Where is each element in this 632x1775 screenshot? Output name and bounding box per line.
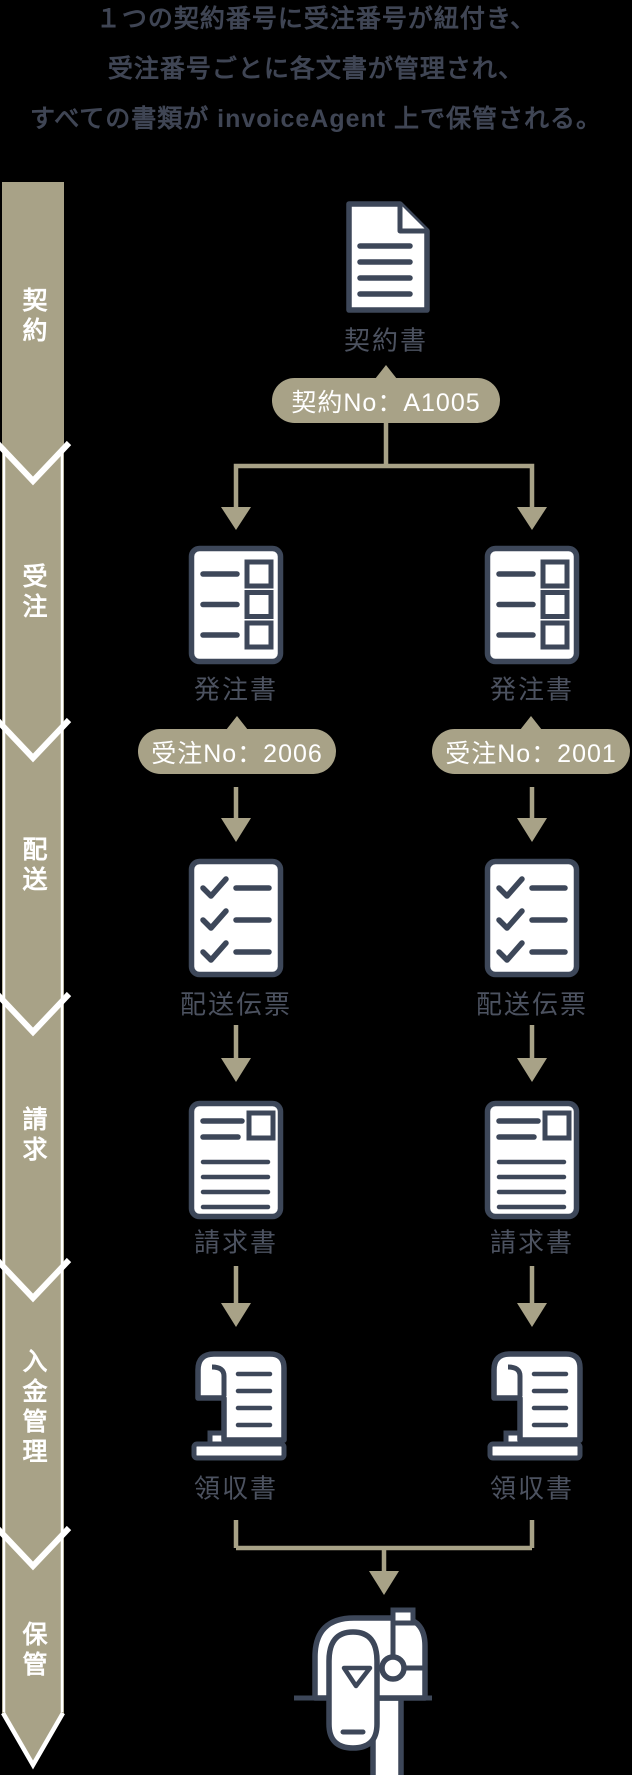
arrow-down-icon: [221, 1058, 251, 1082]
invoice-document-icon: [188, 1100, 284, 1220]
arrow-down-icon: [221, 818, 251, 842]
title-line-1: １つの契約番号に受注番号が紐付き、: [95, 5, 537, 33]
arrow-down-icon: [221, 1303, 251, 1327]
delivery-checklist-icon: [188, 858, 284, 978]
invoice-to-receipt-line: [233, 1266, 535, 1304]
ribbon-tip-outline: [1, 1711, 65, 1770]
invoice-document-icon: [484, 1100, 580, 1220]
order-label: 発注書: [489, 674, 575, 705]
chevron-separator-icon: [0, 1525, 72, 1571]
order-label: 発注書: [193, 674, 279, 705]
contract-document-icon: [346, 201, 430, 313]
stage-label-contract: 契約: [19, 287, 47, 347]
arrow-down-icon: [221, 507, 251, 530]
badge-text: 契約No：A1005: [291, 388, 481, 417]
stage-label-delivery: 配送: [19, 836, 47, 896]
arrow-down-icon: [517, 1303, 547, 1327]
badge-pointer-icon: [375, 365, 397, 379]
delivery-checklist-icon: [484, 858, 580, 978]
arrow-down-icon: [517, 507, 547, 530]
invoice-label: 請求書: [489, 1227, 575, 1258]
delivery-label: 配送伝票: [475, 989, 589, 1020]
order-to-delivery-line: [233, 787, 535, 819]
stage-label-payment: 入金管理: [19, 1348, 47, 1468]
badge-text: 受注No：2006: [151, 739, 323, 768]
badge-pointer-icon: [520, 716, 542, 730]
receipt-label: 領収書: [489, 1473, 575, 1504]
stage-label-billing: 請求: [19, 1106, 47, 1166]
chevron-separator-icon: [0, 1257, 72, 1303]
chevron-separator-icon: [0, 717, 72, 763]
arrow-down-icon: [369, 1571, 399, 1595]
mailbox-icon: [294, 1607, 432, 1775]
stage-label-storage: 保管: [19, 1621, 47, 1681]
badge-text: 受注No：2001: [445, 739, 617, 768]
page-title: １つの契約番号に受注番号が紐付き、 受注番号ごとに各文書が管理され、 すべての書…: [0, 0, 632, 144]
connector-lines: [233, 423, 535, 1572]
arrow-down-icon: [517, 1058, 547, 1082]
delivery-label: 配送伝票: [179, 989, 293, 1020]
title-line-2: 受注番号ごとに各文書が管理され、: [107, 55, 525, 83]
contract-number-badge: 契約No：A1005: [272, 365, 500, 423]
stage-label-order: 受注: [19, 563, 47, 623]
title-line-3: すべての書類が invoiceAgent 上で保管される。: [29, 105, 603, 133]
badge-pointer-icon: [226, 716, 248, 730]
arrow-down-icon: [517, 818, 547, 842]
receipt-icon: [487, 1351, 583, 1461]
order-number-badge: 受注No：2001: [432, 716, 630, 774]
invoice-label: 請求書: [193, 1227, 279, 1258]
order-form-icon: [484, 545, 580, 665]
order-form-icon: [188, 545, 284, 665]
chevron-separator-icon: [0, 440, 72, 486]
chevron-separator-icon: [0, 991, 72, 1037]
split-branch-line: [233, 463, 535, 509]
delivery-to-invoice-line: [233, 1025, 535, 1059]
merge-to-storage-line: [233, 1520, 535, 1572]
arrowheads: [221, 507, 547, 1595]
order-number-badge: 受注No：2006: [138, 716, 336, 774]
receipt-icon: [191, 1351, 287, 1461]
contract-label: 契約書: [343, 325, 429, 356]
receipt-label: 領収書: [193, 1473, 279, 1504]
process-ribbon-arrow: [0, 182, 72, 1770]
